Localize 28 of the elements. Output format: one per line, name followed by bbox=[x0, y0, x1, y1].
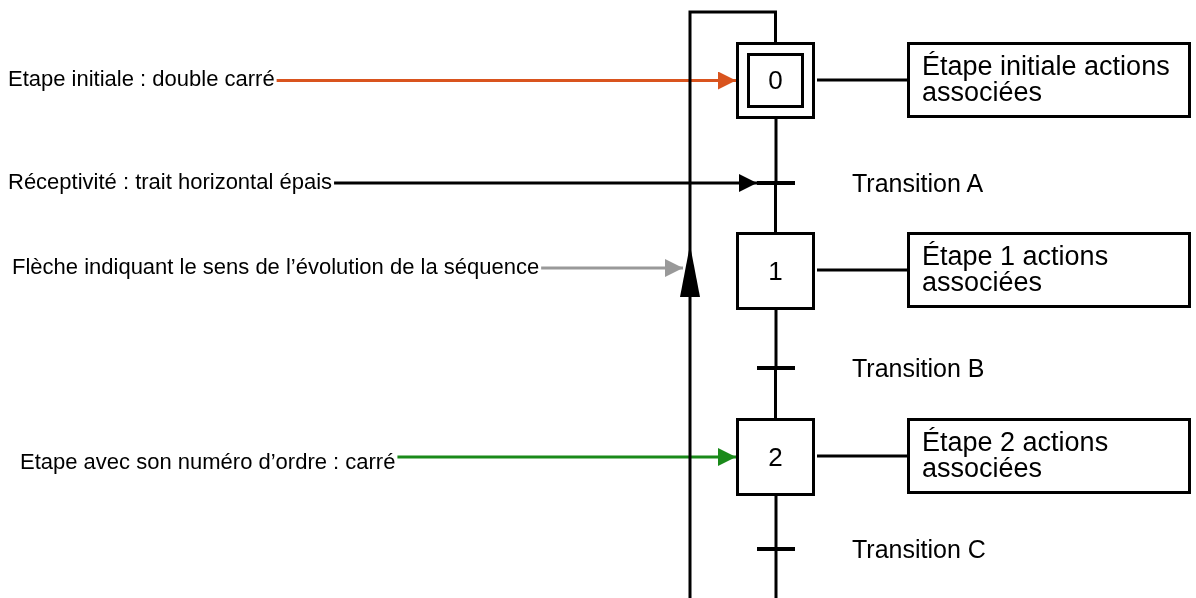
connector-line bbox=[774, 185, 777, 232]
connector-line bbox=[774, 496, 778, 547]
transition-label: Transition A bbox=[852, 169, 984, 197]
leader-arrow bbox=[334, 174, 757, 192]
leader-arrow bbox=[276, 71, 736, 90]
transition-bar bbox=[757, 547, 795, 551]
transition-label: Transition C bbox=[852, 535, 986, 563]
transition-label: Transition B bbox=[852, 354, 985, 382]
connector-line bbox=[774, 370, 777, 418]
connector-line bbox=[774, 310, 778, 366]
connector-line bbox=[817, 268, 907, 272]
leader-arrow bbox=[397, 448, 736, 466]
transition-bar bbox=[757, 366, 795, 370]
annotation-text: Etape initiale : double carré bbox=[8, 64, 275, 94]
transition-bar bbox=[757, 181, 795, 185]
action-box: Étape initiale actions associées bbox=[907, 42, 1191, 118]
annotation-text: Etape avec son numéro d’ordre : carré bbox=[20, 447, 396, 477]
connector-line bbox=[774, 119, 778, 181]
annotation-text: Flèche indiquant le sens de l’évolution de la séquence bbox=[12, 252, 540, 282]
step-box: 1 bbox=[736, 232, 815, 310]
action-box: Étape 1 actions associées bbox=[907, 232, 1191, 308]
action-box: Étape 2 actions associées bbox=[907, 418, 1191, 494]
step-box: 2 bbox=[736, 418, 815, 496]
annotation-text: Réceptivité : trait horizontal épais bbox=[8, 167, 333, 197]
connector-line bbox=[817, 454, 907, 458]
connector-line bbox=[817, 78, 907, 82]
initial-step-box: 0 bbox=[736, 42, 815, 119]
leader-arrow bbox=[541, 259, 683, 277]
